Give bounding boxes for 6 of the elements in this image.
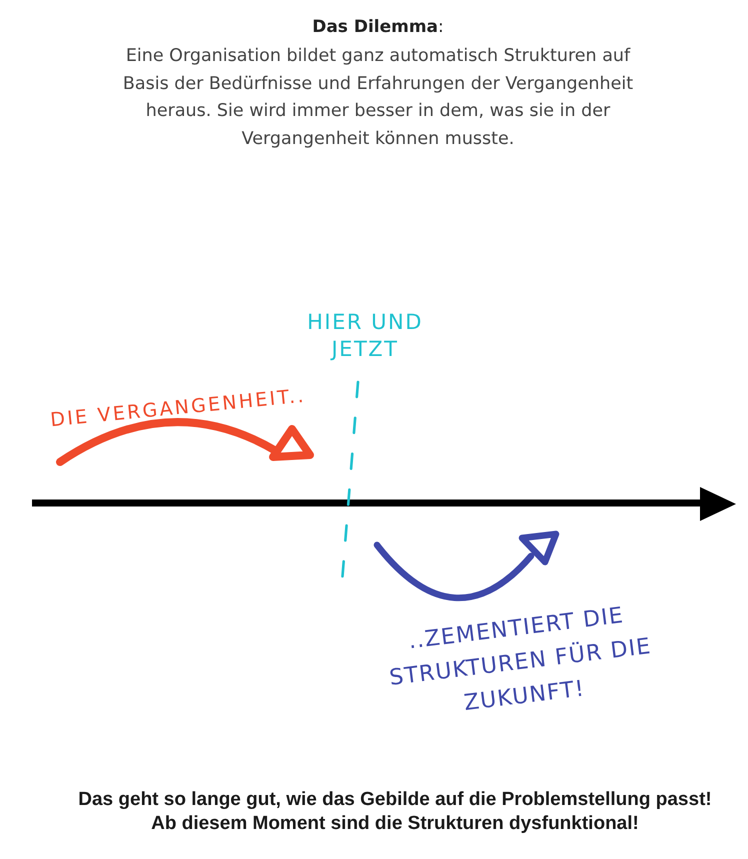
handwritten-label: ..ZEMENTIERT DIE STRUKTUREN FÜR DIE ZUKUNFT! (387, 602, 654, 718)
title: Das Dilemma: (311, 16, 445, 39)
handwritten-label: DIE VERGANGENHEIT.. (48, 384, 308, 434)
caption: Das geht so lange gut, wie das Gebilde auf die Problemstellung passt! Ab diesem Moment sind die Strukturen dysfunktional! (77, 788, 713, 836)
intro-paragraph: Eine Organisation bildet ganz automatisch Strukturen auf Basis der Bedürfnisse und Erfahrungen der Vergangenheit heraus. Sie wird immer besser in dem, was sie in der Vergangenheit können musste. (122, 45, 634, 150)
handwritten-label: HIER UND JETZT (306, 309, 424, 363)
